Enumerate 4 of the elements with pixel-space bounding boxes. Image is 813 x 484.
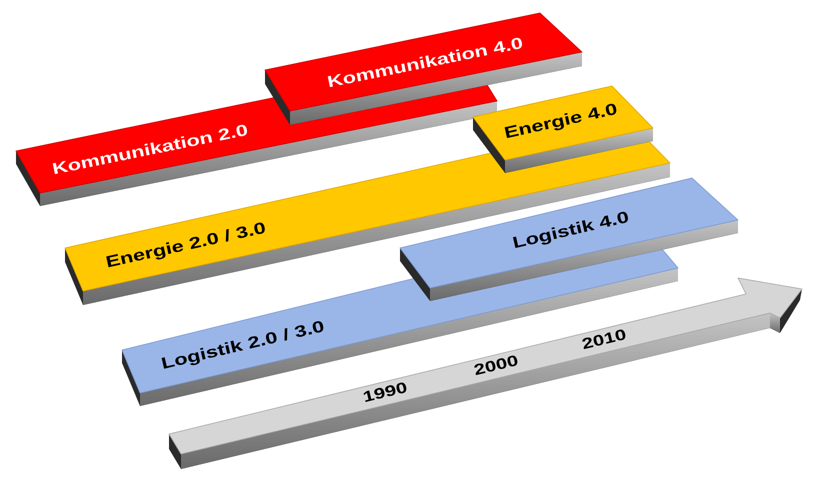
year-label: 2010 xyxy=(582,330,626,350)
timeline-bar: Energie 4.0 xyxy=(472,86,654,173)
year-label: 2000 xyxy=(474,356,518,376)
year-label: 1990 xyxy=(364,382,406,402)
